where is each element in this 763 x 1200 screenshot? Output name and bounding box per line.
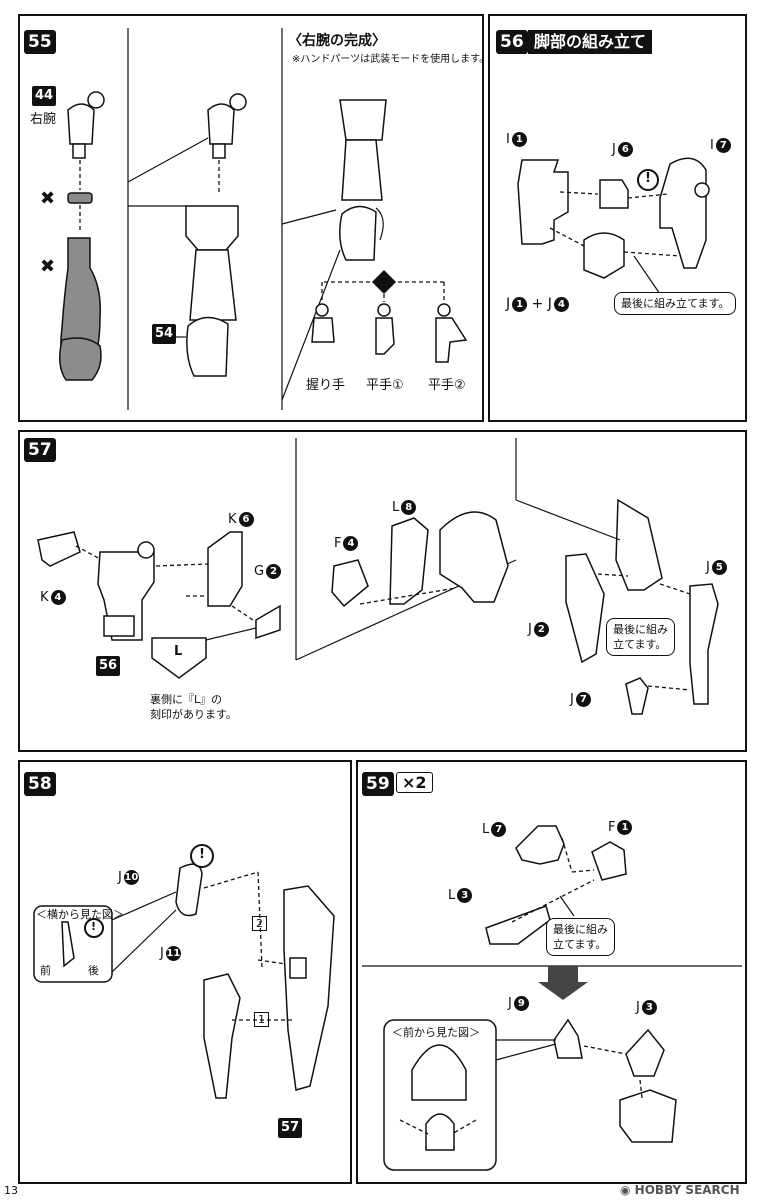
excl-glyph-56: ! <box>645 171 651 186</box>
front-label: 前 <box>40 964 51 977</box>
watermark-logo-icon: ◉ <box>620 1183 631 1197</box>
side-view-title: ＜横から見た図＞ <box>36 908 124 921</box>
front-view-title: ＜前から見た図＞ <box>392 1026 480 1039</box>
note-57-line-1: 最後に組み <box>613 623 668 636</box>
step-59-panel <box>356 760 747 1184</box>
part-56-tag: 56 <box>96 656 121 676</box>
excl-glyph-58a: ! <box>199 847 205 862</box>
x-mark-icon-1: ✖ <box>40 188 56 209</box>
order-2-box: 2 <box>252 916 267 931</box>
page-number: 13 <box>4 1184 18 1197</box>
step-56-title: 脚部の組み立て <box>528 30 653 54</box>
assemble-last-note-57: 最後に組み 立てます。 <box>606 618 675 656</box>
step-56-number: 56 <box>496 30 528 54</box>
step-55-panel <box>18 14 484 422</box>
note-59-line-2: 立てます。 <box>553 938 607 951</box>
part-57-tag: 57 <box>278 1118 303 1138</box>
part-54-tag: 54 <box>152 324 177 344</box>
hand-label-flat-2: 平手② <box>428 378 466 393</box>
watermark-text: HOBBY SEARCH <box>634 1183 740 1197</box>
x-mark-icon-2: ✖ <box>40 256 56 277</box>
watermark: ◉ HOBBY SEARCH <box>620 1183 740 1197</box>
note-59-line-1: 最後に組み <box>553 923 608 936</box>
step-57-number: 57 <box>24 438 56 462</box>
step-57-panel <box>18 430 747 752</box>
part-44-tag: 44 <box>32 86 57 106</box>
multiplier-box: ×2 <box>396 772 433 793</box>
assemble-last-note-59: 最後に組み 立てます。 <box>546 918 615 956</box>
complete-note: ※ハンドパーツは武装モードを使用します。 <box>292 54 490 65</box>
hand-label-fist: 握り手 <box>306 378 346 393</box>
inset-note-line-1: 裏側に『L』の <box>150 693 223 706</box>
excl-glyph-58b: ! <box>91 920 97 933</box>
assemble-last-note-56: 最後に組み立てます。 <box>614 292 737 315</box>
step-56-panel <box>488 14 747 422</box>
step-58-number: 58 <box>24 772 56 796</box>
step-59-number: 59 <box>362 772 394 796</box>
inset-note: 裏側に『L』の 刻印があります。 <box>150 692 237 722</box>
back-label: 後 <box>88 964 99 977</box>
inset-letter-l: L <box>174 644 183 659</box>
hand-label-flat-1: 平手① <box>366 378 404 393</box>
complete-title: 〈右腕の完成〉 <box>288 33 386 49</box>
order-1-box: 1 <box>254 1012 269 1027</box>
inset-note-line-2: 刻印があります。 <box>150 708 237 721</box>
note-57-line-2: 立てます。 <box>613 638 667 651</box>
step-55-number: 55 <box>24 30 56 54</box>
right-arm-label: 右腕 <box>30 112 57 127</box>
